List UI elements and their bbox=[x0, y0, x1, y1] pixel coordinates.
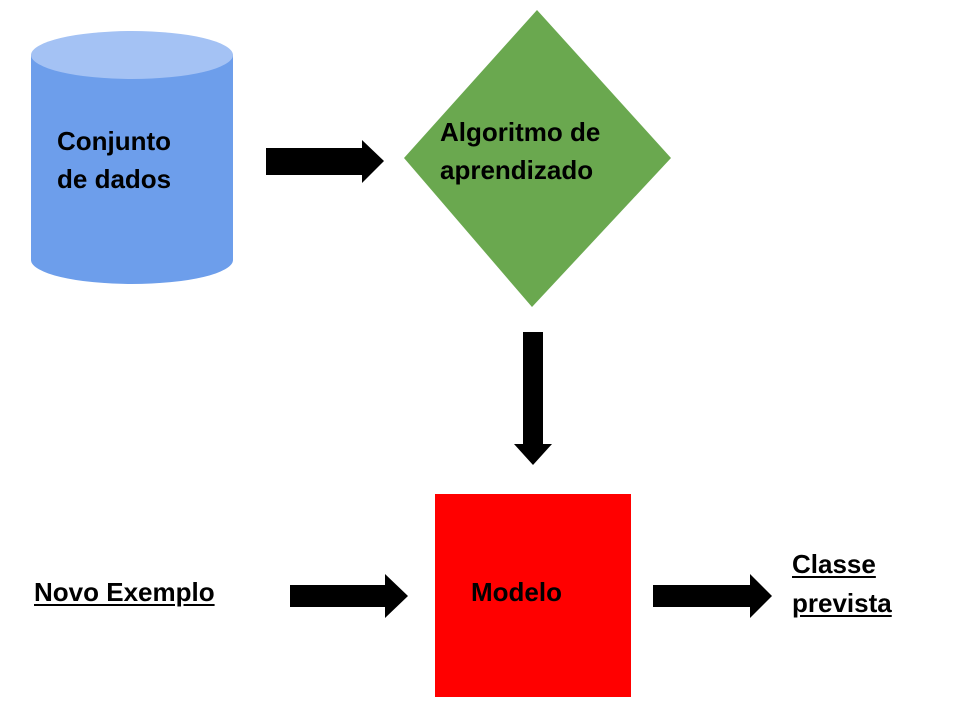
algorithm-diamond bbox=[404, 10, 671, 307]
algorithm-label-line1: Algoritmo de bbox=[440, 117, 601, 147]
output-label-line1: Classe bbox=[792, 549, 876, 579]
model-label: Modelo bbox=[471, 577, 562, 607]
dataset-label-line1: Conjunto bbox=[57, 126, 172, 156]
arrow-algorithm-to-model bbox=[514, 332, 552, 465]
algorithm-label-line2: aprendizado bbox=[440, 155, 594, 185]
dataset-cylinder-top bbox=[31, 31, 233, 79]
arrow-dataset-to-algorithm bbox=[266, 140, 384, 183]
model-rectangle bbox=[435, 494, 631, 697]
input-label: Novo Exemplo bbox=[34, 577, 215, 607]
dataset-cylinder bbox=[31, 31, 233, 284]
dataset-label-line2: de dados bbox=[57, 164, 172, 194]
dataset-cylinder-body bbox=[31, 55, 233, 284]
arrow-model-to-output bbox=[653, 574, 772, 618]
arrow-input-to-model bbox=[290, 574, 408, 618]
output-label-line2: prevista bbox=[792, 588, 892, 618]
